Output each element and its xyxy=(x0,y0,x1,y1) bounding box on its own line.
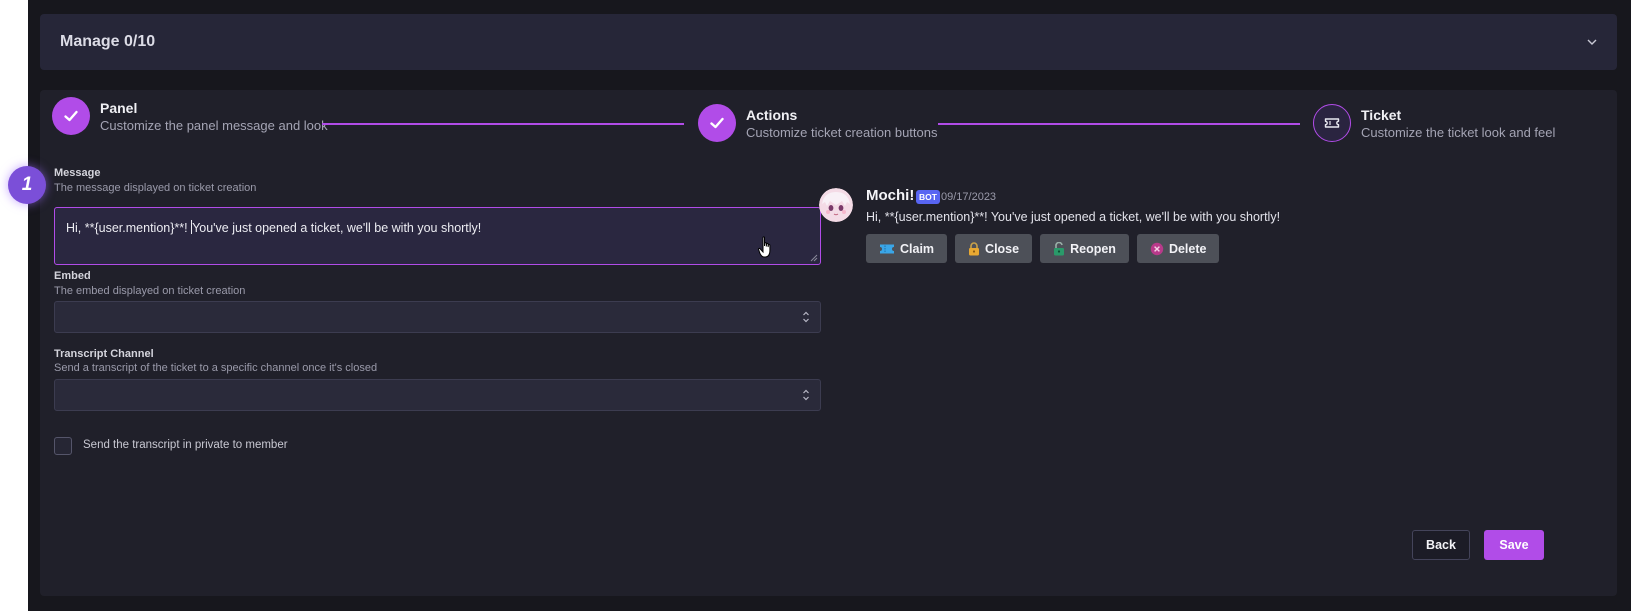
embed-label: Embed xyxy=(54,270,91,282)
step-title: Panel xyxy=(100,99,138,116)
embed-select[interactable] xyxy=(54,301,821,333)
tutorial-step-badge: 1 xyxy=(8,166,46,204)
delete-button[interactable]: Delete xyxy=(1136,234,1220,263)
private-transcript-checkbox-label[interactable]: Send the transcript in private to member xyxy=(83,439,288,451)
step-complete-indicator xyxy=(52,97,90,135)
select-arrows-icon xyxy=(803,389,809,401)
step-title: Actions xyxy=(746,106,798,123)
claim-button-label: Claim xyxy=(900,241,935,256)
transcript-label: Transcript Channel xyxy=(54,348,154,360)
step-subtitle: Customize ticket creation buttons xyxy=(746,124,938,140)
hand-cursor-icon xyxy=(758,236,771,258)
bot-tag-badge: BOT xyxy=(916,190,940,204)
close-button-label: Close xyxy=(985,241,1020,256)
message-help: The message displayed on ticket creation xyxy=(54,182,257,194)
message-text-after-caret: You've just opened a ticket, we'll be wi… xyxy=(192,221,482,235)
step-ticket[interactable]: Ticket Customize the ticket look and fee… xyxy=(1313,104,1555,142)
message-label: Message xyxy=(54,167,101,179)
ticket-icon xyxy=(1324,118,1340,128)
step-connector xyxy=(322,123,684,125)
preview-button-row: Claim Close Reopen Delete xyxy=(866,234,1220,263)
reopen-button[interactable]: Reopen xyxy=(1040,234,1129,263)
private-transcript-checkbox[interactable] xyxy=(54,437,72,455)
transcript-help: Send a transcript of the ticket to a spe… xyxy=(54,362,378,374)
embed-help: The embed displayed on ticket creation xyxy=(54,285,246,297)
message-timestamp: 09/17/2023 xyxy=(941,191,997,203)
reopen-button-label: Reopen xyxy=(1070,241,1116,256)
step-complete-indicator xyxy=(698,104,736,142)
chevron-down-icon[interactable] xyxy=(1587,37,1597,47)
resize-handle-icon[interactable] xyxy=(810,254,818,262)
transcript-channel-select[interactable] xyxy=(54,379,821,411)
save-button[interactable]: Save xyxy=(1484,530,1544,560)
message-textarea[interactable]: Hi, **{user.mention}**! You've just open… xyxy=(54,207,821,265)
claim-button[interactable]: Claim xyxy=(866,234,948,263)
ticket-setup-card: Panel Customize the panel message and lo… xyxy=(40,90,1617,596)
step-title: Ticket xyxy=(1361,106,1402,123)
check-icon xyxy=(710,117,724,129)
back-button[interactable]: Back xyxy=(1412,530,1470,560)
step-panel[interactable]: Panel Customize the panel message and lo… xyxy=(52,97,328,135)
bot-avatar xyxy=(819,188,853,222)
lock-icon xyxy=(969,241,980,255)
step-subtitle: Customize the ticket look and feel xyxy=(1361,124,1556,140)
manage-title: Manage 0/10 xyxy=(60,33,156,50)
text-caret xyxy=(191,220,193,234)
preview-message-text: Hi, **{user.mention}**! You've just open… xyxy=(866,210,1281,224)
close-button[interactable]: Close xyxy=(955,234,1033,263)
bot-name: Mochi! xyxy=(866,187,915,204)
unlock-icon xyxy=(1054,241,1065,255)
step-current-indicator xyxy=(1313,104,1351,142)
step-actions[interactable]: Actions Customize ticket creation button… xyxy=(698,104,937,142)
select-arrows-icon xyxy=(803,311,809,323)
step-connector xyxy=(938,123,1300,125)
delete-icon xyxy=(1150,242,1164,255)
message-text-before-caret: Hi, **{user.mention}**! xyxy=(66,221,192,235)
ticket-icon xyxy=(880,244,894,253)
step-subtitle: Customize the panel message and look xyxy=(100,117,328,133)
check-icon xyxy=(64,110,78,122)
delete-button-label: Delete xyxy=(1168,241,1207,256)
manage-collapsible-header[interactable]: Manage 0/10 xyxy=(40,14,1617,70)
